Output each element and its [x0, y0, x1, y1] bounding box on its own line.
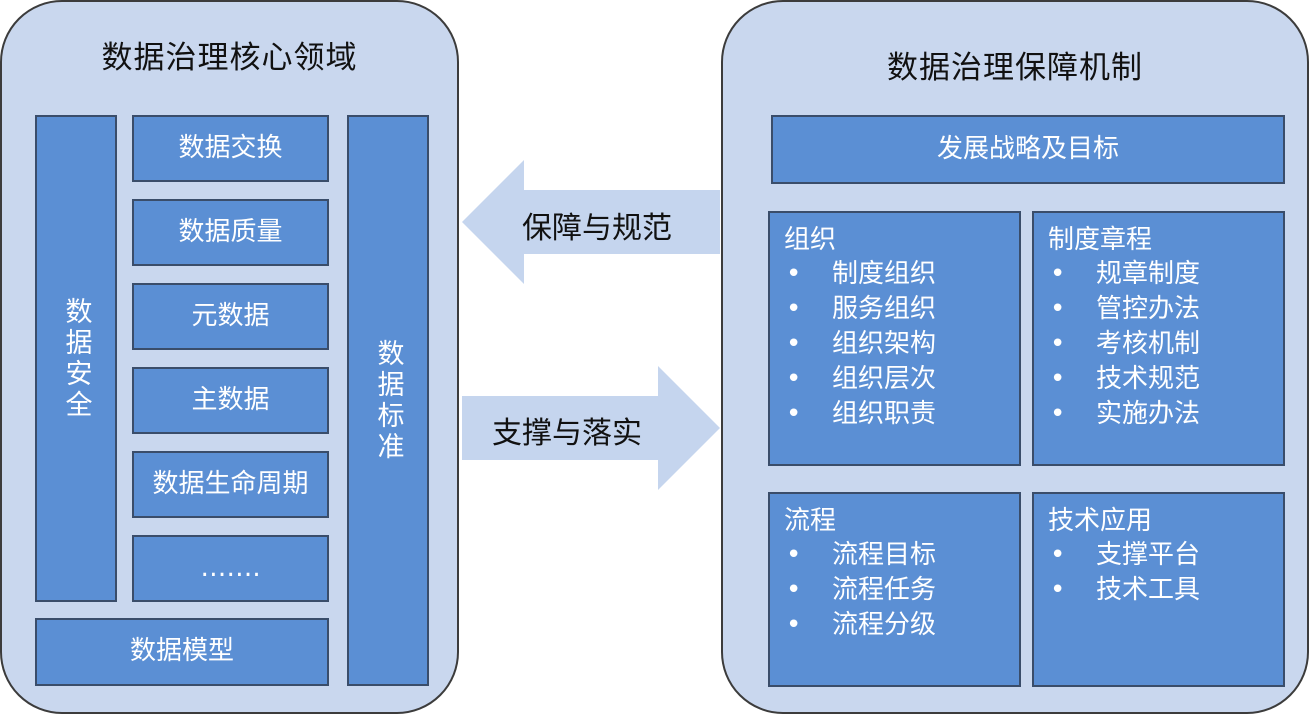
left-arrow-label: 保障与规范 [522, 211, 672, 246]
list-item: •流程任务 [786, 575, 937, 605]
card-title: 制度章程 [1048, 225, 1153, 255]
list-item-text: 流程分级 [832, 610, 937, 640]
core-domains-title: 数据治理核心领域 [101, 40, 358, 76]
data-item-label: 数据质量 [178, 216, 283, 247]
list-item: •技术工具 [1050, 575, 1201, 605]
data-item-label: 元数据 [191, 300, 270, 331]
card-title: 组织 [784, 225, 837, 255]
data-model-box: 数据模型 [35, 618, 329, 686]
list-item-text: 支撑平台 [1096, 540, 1201, 570]
list-item-text: 管控办法 [1096, 294, 1201, 324]
technology-card: 技术应用 •支撑平台 •技术工具 [1032, 492, 1285, 687]
list-item: •支撑平台 [1050, 540, 1201, 570]
list-item-text: 服务组织 [832, 294, 937, 324]
list-item-text: 考核机制 [1096, 329, 1201, 359]
card-title: 技术应用 [1048, 506, 1153, 536]
right-arrow [462, 366, 720, 490]
strategy-box: 发展战略及目标 [771, 115, 1285, 184]
list-item: •考核机制 [1050, 329, 1201, 359]
left-arrow [462, 160, 720, 284]
list-item-text: 制度组织 [832, 259, 937, 289]
right-arrow-label: 支撑与落实 [492, 416, 642, 451]
data-standard-box: 数据标准 [347, 115, 429, 686]
list-item: •组织架构 [786, 329, 937, 359]
data-item-box: 数据生命周期 [132, 451, 329, 518]
list-item: •实施办法 [1050, 399, 1201, 429]
list-item-text: 技术规范 [1096, 364, 1201, 394]
process-card: 流程 •流程目标 •流程任务 •流程分级 [768, 492, 1021, 687]
data-security-box: 数据安全 [35, 115, 117, 602]
list-item: •流程分级 [786, 610, 937, 640]
list-item-text: 组织层次 [832, 364, 937, 394]
list-item: •流程目标 [786, 540, 937, 570]
data-item-label: ……. [200, 552, 261, 583]
regulations-card: 制度章程 •规章制度 •管控办法 •考核机制 •技术规范 •实施办法 [1032, 211, 1285, 466]
data-model-label: 数据模型 [129, 636, 234, 667]
core-domains-panel: 数据治理核心领域 数据安全 数据交换 数据质量 元数据 主数据 数据生命周期 …… [0, 0, 459, 714]
data-standard-label: 数据标准 [372, 338, 404, 463]
data-security-label: 数据安全 [60, 296, 92, 421]
governance-mechanism-panel: 数据治理保障机制 发展战略及目标 组织 •制度组织 •服务组织 •组织架构 •组… [721, 0, 1309, 714]
list-item: •技术规范 [1050, 364, 1201, 394]
list-item-text: 实施办法 [1096, 399, 1201, 429]
list-item-text: 组织职责 [832, 399, 937, 429]
data-item-box: 数据交换 [132, 115, 329, 182]
strategy-label: 发展战略及目标 [936, 133, 1119, 164]
data-item-box: 元数据 [132, 283, 329, 350]
data-item-box: ……. [132, 535, 329, 602]
list-item: •组织层次 [786, 364, 937, 394]
data-item-label: 数据交换 [178, 132, 283, 163]
list-item: •制度组织 [786, 259, 937, 289]
data-item-label: 主数据 [191, 384, 270, 415]
data-item-box: 主数据 [132, 367, 329, 434]
data-item-box: 数据质量 [132, 199, 329, 266]
list-item: •组织职责 [786, 399, 937, 429]
list-item-text: 流程目标 [832, 540, 937, 570]
list-item-text: 技术工具 [1096, 575, 1201, 605]
right-arrow-shape [462, 366, 720, 490]
list-item: •管控办法 [1050, 294, 1201, 324]
list-item-text: 规章制度 [1096, 259, 1201, 289]
list-item: •服务组织 [786, 294, 937, 324]
governance-mechanism-title: 数据治理保障机制 [887, 50, 1143, 86]
data-item-label: 数据生命周期 [152, 468, 309, 499]
list-item: •规章制度 [1050, 259, 1201, 289]
card-title: 流程 [784, 506, 837, 536]
list-item-text: 流程任务 [832, 575, 937, 605]
list-item-text: 组织架构 [832, 329, 937, 359]
organization-card: 组织 •制度组织 •服务组织 •组织架构 •组织层次 •组织职责 [768, 211, 1021, 466]
left-arrow-shape [462, 160, 720, 284]
